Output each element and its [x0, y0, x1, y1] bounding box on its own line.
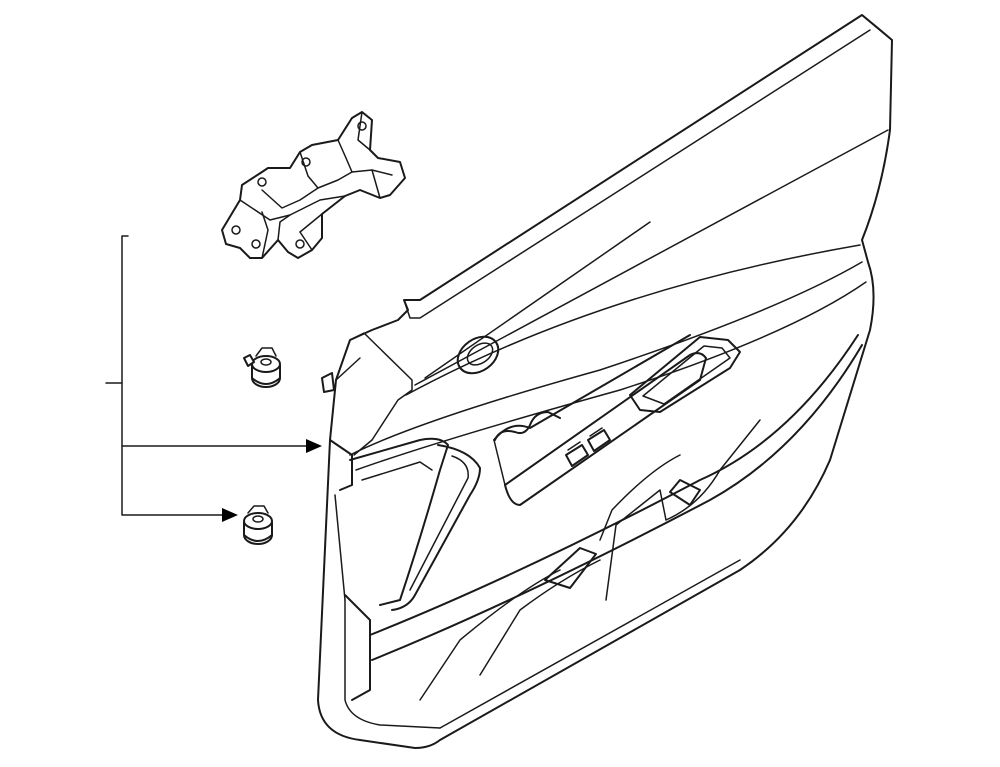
clip-fastener-lower	[243, 505, 273, 545]
inner-handle-recess	[349, 437, 481, 611]
arrow-to-clip-icon	[222, 508, 238, 522]
callout-bracket	[105, 235, 322, 522]
clip-fastener-upper	[243, 347, 281, 388]
door-trim-panel	[317, 14, 893, 749]
speaker-grille-icon	[456, 335, 500, 375]
arrow-to-panel-icon	[306, 439, 322, 453]
window-switch-icon	[565, 427, 611, 467]
inside-handle-bracket	[221, 111, 406, 259]
map-pocket	[344, 334, 863, 701]
door-pull-pocket	[629, 336, 741, 413]
